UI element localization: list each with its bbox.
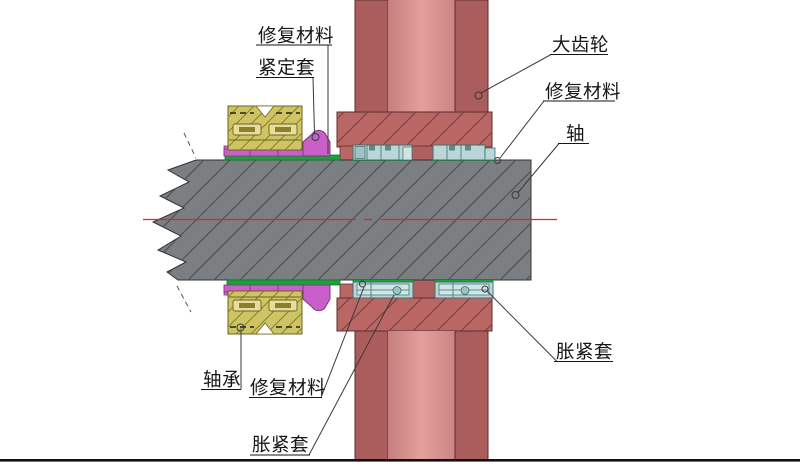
leader-expansion-sleeve-bottom [308,294,395,456]
shaft-break-line-bottom [176,285,192,313]
gear-web-left-top [354,0,389,114]
sleeve-tr-key1 [449,145,455,151]
gear-inner-face-bottom [388,331,455,461]
big-gear-top [336,0,493,163]
adapter-sleeve-bottom [223,284,331,312]
sleeve-tr-key2 [465,145,471,151]
expansion-sleeve-bottom-left [352,281,414,299]
leader-repair-material-right [499,100,545,159]
label-repair-material-bottom: 修复材料 [250,378,326,399]
expansion-sleeve-top-left [352,144,413,161]
label-expansion-sleeve-bottom: 胀紧套 [252,435,309,456]
leader-dot-big-gear [474,91,483,100]
leader-dot-repair-material-bottom [359,280,366,288]
gear-web-right-top [454,0,489,114]
leader-dot-repair-material-right [494,157,501,164]
sleeve-tr-body [432,144,486,161]
leader-expansion-sleeve-right [487,291,558,362]
leader-dot-expansion-sleeve-right [481,285,489,293]
gear-web-left-bottom [354,330,389,462]
big-gear-bottom [336,279,493,462]
bearing-bottom-roller-right-core [275,303,291,308]
gear-inner-face-top [388,0,455,113]
bearing-bottom-roller-left-core [239,303,255,308]
sleeve-tl-key1 [369,145,375,151]
gear-hub-top-hatch [337,112,492,147]
bearing-top-notch [255,105,275,118]
label-repair-material-top: 修复材料 [258,26,334,47]
bearing-bottom-notch [255,322,275,335]
sleeve-bl-bolt [392,286,402,295]
label-bearing: 轴承 [203,370,241,391]
bearing-bottom [227,290,303,335]
label-expansion-sleeve-right: 胀紧套 [556,342,613,363]
drawing-border-bottom [0,459,800,462]
bearing-top [227,105,303,151]
label-adapter-sleeve: 紧定套 [258,58,315,79]
shaft-break-line-top [183,132,197,159]
sleeve-tl-key2 [385,145,391,151]
expansion-sleeve-bottom-right [434,281,494,299]
expansion-sleeve-top-right [432,144,496,161]
sleeve-br-bolt [460,286,470,295]
sleeve-tr-end [484,147,496,161]
labels: 修复材料 紧定套 大齿轮 修复材料 轴 轴承 修复材料 胀紧套 胀紧套 [201,26,621,456]
gear-hub-bottom-center-rib [412,279,436,299]
repair-material-bearing-bottom [226,279,341,286]
label-repair-material-right: 修复材料 [545,82,621,103]
bearing-top-roller-left-core [239,127,255,132]
gear-hub-bottom-hatch [337,298,492,331]
sleeve-tl-cap [354,146,366,159]
leader-shaft [517,143,560,193]
adapter-sleeve-lock-nut-bottom [302,284,331,312]
label-shaft: 轴 [566,124,585,145]
leader-big-gear [480,54,552,94]
gear-web-right-bottom [454,330,489,462]
leader-adapter-sleeve [312,77,315,134]
leader-dot-adapter-sleeve [311,133,320,141]
leader-lines [236,45,560,456]
bearing-top-roller-right-core [275,127,291,132]
leader-dot-shaft [511,191,520,199]
sleeve-tl-end [402,146,413,161]
leader-repair-material-bottom [320,286,365,398]
sleeve-bl-inner [356,283,410,296]
label-big-gear: 大齿轮 [552,35,609,56]
leader-dot-bearing [236,323,245,332]
